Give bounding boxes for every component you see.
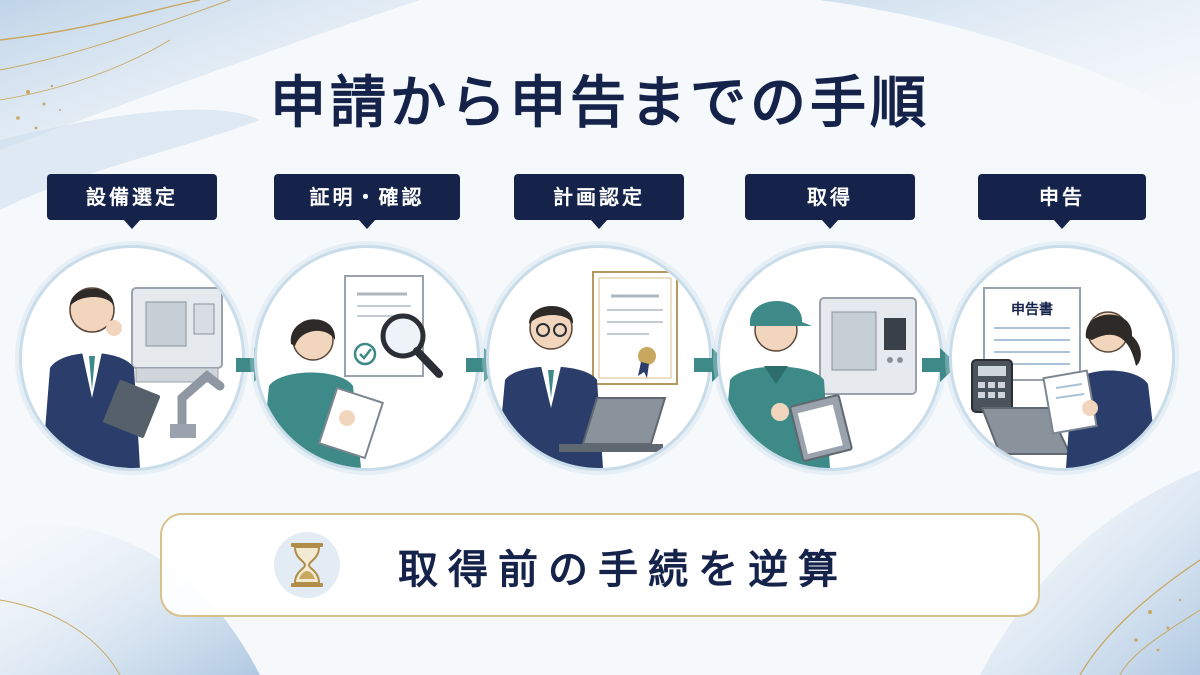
summary-text: 取得前の手続を逆算 (398, 547, 848, 593)
step-label-box: 証明・確認 (274, 174, 460, 229)
step-label: 証明・確認 (309, 185, 425, 209)
worker-machine-clipboard-illustration (722, 297, 917, 468)
step-acquisition: 取得 (720, 174, 940, 474)
step-illustration-circle (720, 248, 940, 468)
tax-form-label: 申告書 (1011, 301, 1053, 318)
step-equipment-selection: 設備選定 (22, 174, 242, 474)
hourglass-icon (274, 532, 340, 598)
step-label: 設備選定 (86, 185, 178, 209)
woman-document-magnifier-illustration (261, 275, 443, 468)
woman-laptop-tax-form-illustration: 申告書 (971, 287, 1158, 468)
step-label: 計画認定 (553, 185, 645, 209)
step-label: 申告 (1039, 185, 1085, 209)
arrow-right-icon (922, 348, 958, 382)
step-illustration-circle (489, 248, 709, 468)
step-illustration-circle (22, 248, 242, 468)
man-laptop-certificate-illustration (497, 271, 678, 468)
step-label-box: 計画認定 (514, 174, 684, 229)
step-declaration: 申告 申告書 (952, 174, 1172, 474)
step-label-box: 申告 (978, 174, 1146, 229)
summary-banner: 取得前の手続を逆算 (160, 513, 1040, 617)
step-illustration-circle: 申告書 (952, 248, 1172, 468)
step-label-box: 設備選定 (47, 174, 217, 229)
step-label-box: 取得 (745, 174, 915, 229)
step-label: 取得 (807, 185, 853, 209)
step-plan-approval: 計画認定 (489, 174, 709, 474)
step-certification: 証明・確認 (257, 174, 477, 474)
businessman-machine-illustration (42, 287, 225, 468)
step-illustration-circle (257, 248, 477, 468)
page-title: 申請から申告までの手順 (270, 71, 930, 136)
